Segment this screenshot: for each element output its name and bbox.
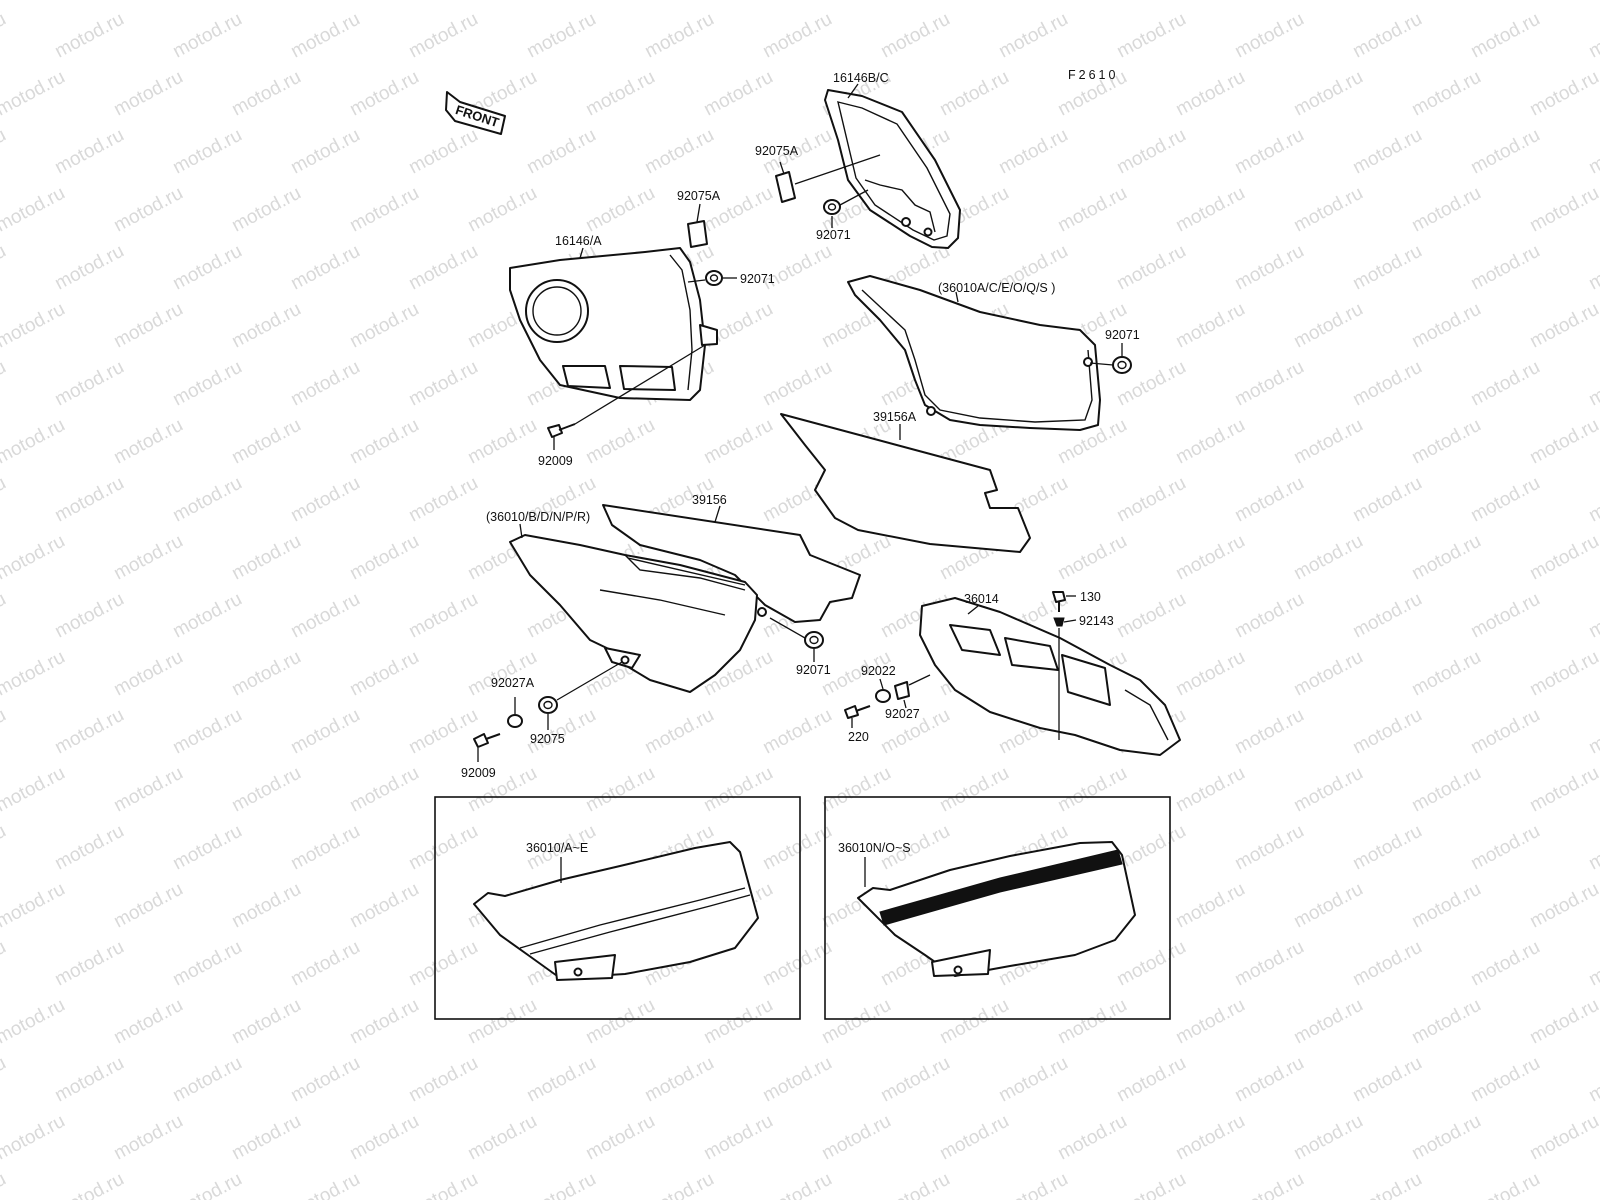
front-arrow-icon (445, 91, 506, 135)
label-92009-lower: 92009 (461, 766, 496, 780)
inset-right-stripe (879, 849, 1123, 926)
side-cover-36010-left (509, 534, 767, 693)
label-92075: 92075 (530, 732, 565, 746)
collar-92027 (894, 681, 910, 700)
label-92009-upper: 92009 (538, 454, 573, 468)
panel-16146BC-hole-2 (923, 227, 933, 237)
label-92071-right: 92071 (1105, 328, 1140, 342)
figure-code: F2610 (1068, 68, 1118, 82)
label-39156A: 39156A (873, 410, 917, 424)
grommet-92071-mid (705, 270, 723, 286)
inset-right-frame (824, 796, 1171, 1020)
grommet-92075 (538, 696, 558, 714)
label-130: 130 (1080, 590, 1101, 604)
label-92071-lower: 92071 (796, 663, 831, 677)
label-92071-upper: 92071 (816, 228, 851, 242)
label-16146A: 16146/A (555, 234, 602, 248)
label-92143: 92143 (1079, 614, 1114, 628)
grommet-92075A-lower (687, 220, 708, 248)
label-39156: 39156 (692, 493, 727, 507)
pad-39156A (780, 413, 1031, 553)
cover-36014-shape (919, 597, 1181, 756)
side-cover-36010-right-shape (847, 275, 1101, 431)
label-36014: 36014 (964, 592, 999, 606)
label-92027A: 92027A (491, 676, 535, 690)
label-92022: 92022 (861, 664, 896, 678)
inset-left-label: 36010/A~E (526, 841, 588, 855)
side-cover-36010-right (847, 275, 1101, 431)
panel-16146A (509, 247, 718, 401)
front-arrow: FRONT (445, 91, 506, 135)
bolt-220 (844, 705, 871, 719)
bolt-130 (1052, 591, 1066, 612)
label-92027: 92027 (885, 707, 920, 721)
nut-92143 (1053, 617, 1065, 627)
inset-left-cover (473, 841, 759, 979)
panel-16146BC-hole (901, 217, 911, 227)
label-36010ACEOQS: (36010A/C/E/O/Q/S ) (938, 281, 1055, 295)
panel-16146BC-bracket (864, 179, 936, 233)
grommet-92071-lower (804, 631, 824, 649)
pad-39156 (602, 504, 861, 623)
grommet-92071-upper (823, 199, 841, 215)
leader-lines (477, 83, 1123, 762)
bolt-92009-lower (473, 733, 501, 748)
panel-16146BC (824, 89, 961, 249)
label-92075A-lower: 92075A (677, 189, 721, 203)
bolt-92009-upper (547, 423, 576, 438)
cover-36014 (919, 597, 1181, 756)
side-cover-36010-left-shape (509, 534, 758, 693)
panel-16146A-vent-right (619, 365, 676, 391)
washer-92027A (507, 714, 523, 728)
panel-16146A-tab (699, 324, 718, 346)
panel-16146BC-shape (824, 89, 961, 249)
inset-right-label: 36010N/O~S (838, 841, 911, 855)
label-92071-mid: 92071 (740, 272, 775, 286)
inset-left-frame (434, 796, 801, 1020)
panel-16146A-round-hole (525, 279, 589, 343)
label-220: 220 (848, 730, 869, 744)
label-16146BC: 16146B/C (833, 71, 889, 85)
panel-16146BC-inner (837, 101, 951, 241)
inset-right: 36010N/O~S (824, 796, 1171, 1020)
label-36010BDNPR: (36010/B/D/N/P/R) (486, 510, 590, 524)
washer-92022 (875, 689, 891, 703)
inset-left: 36010/A~E (434, 796, 801, 1020)
grommet-92075A-upper (775, 171, 796, 203)
watermark-text: motod.ru (0, 1169, 10, 1200)
grommet-92071-right (1112, 356, 1132, 374)
panel-16146A-vent-left (562, 365, 611, 389)
label-92075A-upper: 92075A (755, 144, 799, 158)
